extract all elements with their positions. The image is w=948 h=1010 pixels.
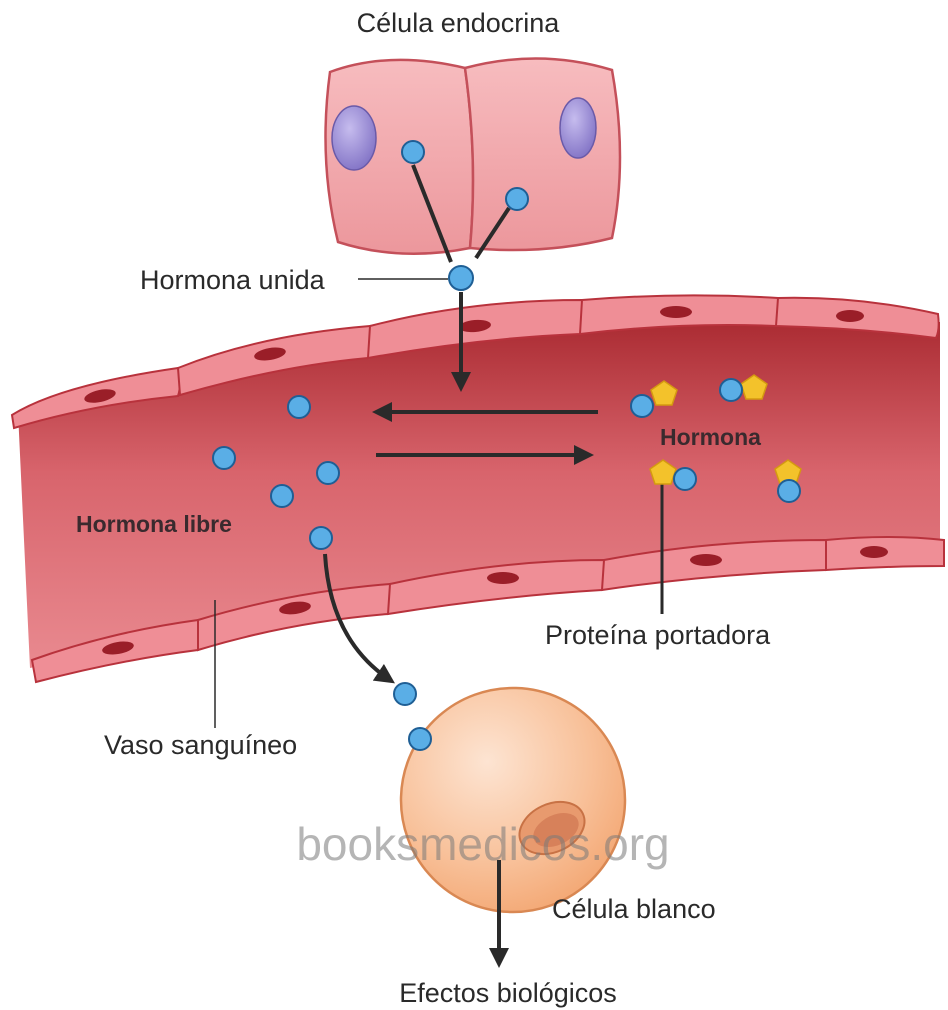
endocrine-nucleus-left [332,106,376,170]
label-bound-hormone: Hormona unida [140,265,326,295]
hormone-in-cell [402,141,424,163]
hormone-to-target [394,683,416,705]
vessel-lumen [18,313,940,668]
hormone-free [271,485,293,507]
hormone-free [288,396,310,418]
endocrine-cell-right [465,58,620,250]
label-free-hormone: Hormona libre [76,511,232,537]
hormone-free [310,527,332,549]
endocrine-nucleus-right [560,98,596,158]
hormone-on-carrier [778,480,800,502]
label-endocrine-cell: Célula endocrina [357,8,561,38]
hormone-free [213,447,235,469]
hormone-on-carrier [631,395,653,417]
endocrine-cell-group [326,58,621,253]
label-biological-effects: Efectos biológicos [399,978,617,1008]
hormone-in-cell [506,188,528,210]
hormone-to-target [409,728,431,750]
label-blood-vessel: Vaso sanguíneo [104,730,297,760]
blood-vessel [12,295,944,682]
hormone-on-carrier [674,468,696,490]
label-carrier-protein: Proteína portadora [545,620,771,650]
hormone-on-carrier [720,379,742,401]
hormone-free [317,462,339,484]
hormone-bound [449,266,473,290]
label-target-cell: Célula blanco [552,894,716,924]
label-hormone: Hormona [660,424,761,450]
watermark: booksmedicos.org [296,818,669,870]
